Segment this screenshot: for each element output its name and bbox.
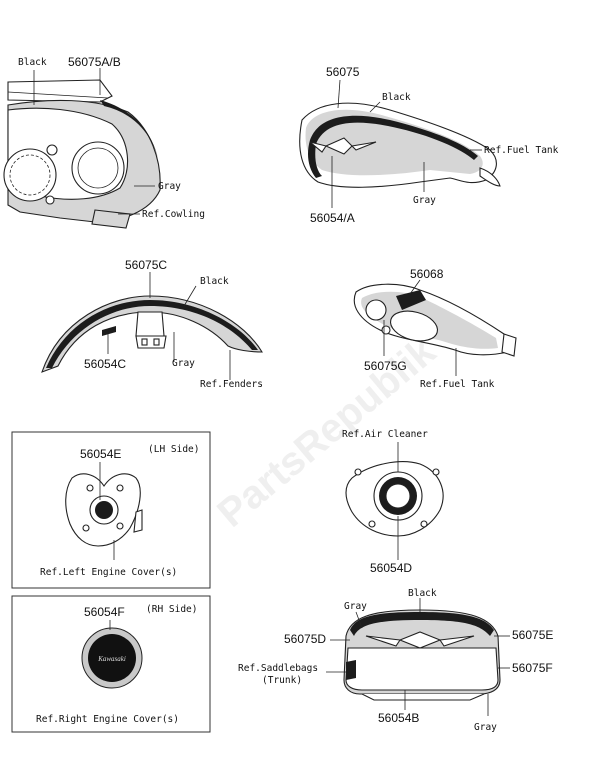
air-cleaner	[345, 442, 444, 560]
front-fender	[41, 272, 263, 380]
cowling-ref: Ref.Cowling	[142, 209, 205, 220]
fender-ref: Ref.Fenders	[200, 379, 263, 390]
fuel-tank-rear-ref: Ref.Fuel Tank	[420, 379, 495, 390]
part-56054c: 56054C	[84, 357, 126, 371]
saddlebag-label-gray-top: Gray	[344, 601, 367, 612]
saddlebag-ref-line2: (Trunk)	[262, 675, 302, 686]
saddlebag-label-gray-bottom: Gray	[474, 722, 497, 733]
rear-tank-emblem-56068	[396, 290, 426, 310]
rh-cover-ref: Ref.Right Engine Cover(s)	[36, 714, 179, 725]
cowling-label-black: Black	[18, 57, 47, 68]
fuel-tank-label-gray: Gray	[413, 195, 436, 206]
gauge-cluster	[3, 148, 57, 202]
rh-cover-box	[11, 595, 211, 733]
saddlebag-label-black: Black	[408, 588, 437, 599]
cowling-assembly	[3, 68, 161, 229]
part-56075g: 56075G	[364, 359, 407, 373]
part-56075: 56075	[326, 65, 360, 79]
fender-emblem-56054c	[102, 326, 116, 336]
rh-cover-emblem-56054f	[88, 634, 136, 682]
part-56075ab: 56075A/B	[68, 55, 121, 69]
cowling-label-gray: Gray	[158, 181, 181, 192]
rh-emblem-text: Kawasaki	[97, 655, 126, 663]
fender-label-gray: Gray	[172, 358, 195, 369]
saddlebag-trunk	[326, 598, 510, 716]
windshield-strip	[7, 79, 113, 103]
part-56075c: 56075C	[125, 258, 167, 272]
fender-label-black: Black	[200, 276, 229, 287]
part-56054b: 56054B	[378, 711, 419, 725]
cowling-black-trim	[100, 100, 158, 158]
lh-cover-ref: Ref.Left Engine Cover(s)	[40, 567, 177, 578]
part-56054f: 56054F	[84, 605, 125, 619]
fuel-tank-ref: Ref.Fuel Tank	[484, 145, 559, 156]
left-engine-cover	[65, 462, 143, 560]
rh-side-label: (RH Side)	[146, 604, 197, 615]
fuel-tank-rear-view	[353, 279, 517, 376]
fuel-tank-label-black: Black	[382, 92, 411, 103]
part-56068: 56068	[410, 267, 444, 281]
part-56075d: 56075D	[284, 632, 326, 646]
part-56054d: 56054D	[370, 561, 412, 575]
fuel-tank-top-view	[299, 79, 501, 208]
right-engine-cover: Kawasaki	[81, 620, 143, 689]
part-56075f: 56075F	[512, 661, 553, 675]
lh-side-label: (LH Side)	[148, 444, 199, 455]
part-56054a: 56054/A	[310, 211, 355, 225]
air-cleaner-ref: Ref.Air Cleaner	[342, 429, 428, 440]
lh-cover-box	[11, 431, 211, 589]
lh-cover-emblem-56054e	[95, 501, 113, 519]
part-56054e: 56054E	[80, 447, 121, 461]
trunk-black-lid	[350, 612, 494, 636]
fender-black-stripe	[46, 300, 258, 368]
headlight-ring	[71, 141, 125, 195]
part-56075e: 56075E	[512, 628, 553, 642]
saddlebag-ref-line1: Ref.Saddlebags	[238, 663, 318, 674]
